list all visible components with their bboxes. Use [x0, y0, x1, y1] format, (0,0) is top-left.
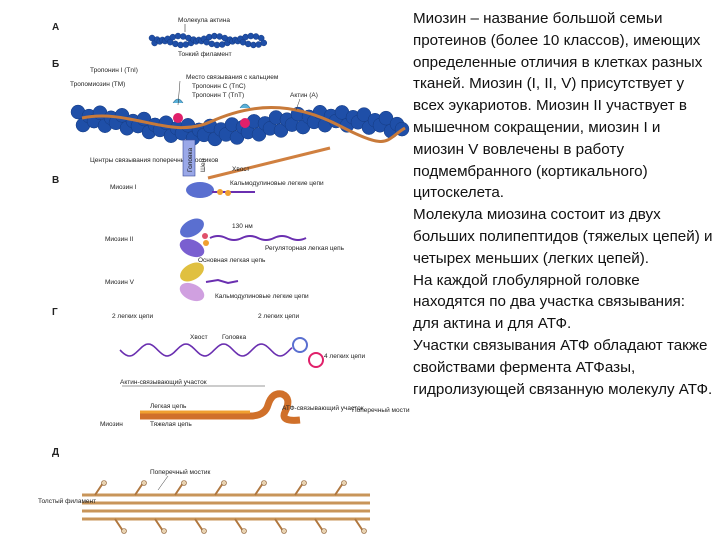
paragraph-2: Молекула миозина состоит из двух больших… [413, 204, 713, 269]
actin-bead [170, 34, 176, 40]
label-actin-binding: Актин-связывающий участок [120, 378, 207, 386]
label-troponin-i: Тропонин I (TnI) [90, 67, 138, 74]
troponin-complex-1 [173, 113, 183, 123]
label-regulatory-light: Регуляторная легкая цепь [265, 245, 345, 252]
label-actin-a: Актин (A) [290, 92, 318, 99]
paragraph-4: Участки связывания АТФ обладают также св… [413, 335, 713, 400]
label-two-light-2: 2 легких цепи [258, 313, 300, 320]
thick-filament [82, 481, 370, 534]
troponin-complex-2 [240, 118, 250, 128]
cross-bridge-head [222, 481, 227, 486]
cross-bridge-head [322, 529, 327, 534]
cross-bridge-head [282, 529, 287, 534]
paragraph-1: Миозин – название большой семьи протеино… [413, 8, 713, 204]
myosin-ii-coiled-tail [210, 236, 306, 240]
paragraph-3: На каждой глобулярной головке находятся … [413, 270, 713, 335]
label-tropomyosin: Тропомиозин (TM) [70, 81, 125, 88]
cross-bridge [275, 519, 283, 531]
text-column: Миозин – название большой семьи протеино… [413, 8, 713, 400]
label-troponin-c: Тропонин C (TnC) [192, 83, 246, 90]
label-head-2: Головка [222, 334, 246, 341]
cross-bridge [255, 483, 263, 495]
myosin-figure: А Б В Г Д Молекула актина Тонкий филамен… [0, 0, 410, 540]
label-head: Головка [187, 148, 194, 172]
cross-bridge [175, 483, 183, 495]
cross-bridge-head [182, 481, 187, 486]
cross-bridge [115, 519, 123, 531]
cross-bridge [295, 483, 303, 495]
label-cross-bridge-2: Поперечный мостик [150, 468, 210, 476]
label-troponin-t: Тропонин T (TnT) [192, 92, 244, 99]
label-calmodulin-light-1: Кальмодулиновые легкие цепи [230, 180, 324, 187]
label-four-light: 4 легких цепи [324, 353, 366, 360]
label-essential-light: Основная легкая цепь [198, 257, 266, 264]
label-130nm: 130 нм [232, 223, 253, 230]
actin-bead [243, 34, 249, 40]
myosin-head-loop-1 [293, 338, 307, 352]
label-myosin-i: Миозин I [110, 184, 137, 191]
cross-bridge-head [302, 481, 307, 486]
section-b-letter: Б [52, 59, 59, 70]
label-myosin-v: Миозин V [105, 279, 135, 286]
label-heavy-chain: Тяжелая цепь [150, 421, 192, 428]
cross-bridge-head [262, 481, 267, 486]
myosin-tail-b [208, 148, 330, 178]
label-neck: Шея [200, 158, 207, 172]
cross-bridge [355, 519, 363, 531]
actin-bead [209, 41, 215, 47]
section-a-letter: А [52, 22, 59, 33]
label-light-chain: Легкая цепь [150, 403, 187, 410]
actin-bead [206, 34, 212, 40]
cross-bridge-head [102, 481, 107, 486]
actin-strand-a [149, 33, 267, 48]
label-calmodulin-light-2: Кальмодулиновые легкие цепи [215, 293, 309, 300]
label-two-light-1: 2 легких цепи [112, 313, 154, 320]
cross-bridge-head [362, 529, 367, 534]
calcium-site-2 [240, 104, 250, 108]
cross-bridge [215, 483, 223, 495]
cross-bridge-head [342, 481, 347, 486]
cross-bridge [235, 519, 243, 531]
cross-bridge [335, 483, 343, 495]
cross-bridge [135, 483, 143, 495]
section-g-letter: Г [52, 307, 58, 318]
label-myosin-ii: Миозин II [105, 236, 133, 243]
cross-bridge-head [142, 481, 147, 486]
cross-bridge [315, 519, 323, 531]
coiled-coil-helix [120, 344, 292, 356]
section-v-letter: В [52, 175, 59, 186]
section-d-letter: Д [52, 447, 59, 458]
label-thick-filament: Толстый филамент [38, 497, 96, 505]
myosin-head-loop-2 [309, 353, 323, 367]
label-tail: Хвост [232, 166, 250, 173]
cross-bridge-head [122, 529, 127, 534]
myosin-v-head-2 [177, 279, 207, 304]
label-cross-bridge: Поперечный мостик [352, 406, 410, 414]
label-tail-2: Хвост [190, 334, 208, 341]
cross-bridge [95, 483, 103, 495]
label-calcium-site: Место связывания с кальцием [186, 74, 279, 81]
cross-bridge-head [242, 529, 247, 534]
actin-bead [245, 41, 251, 47]
label-thin-filament: Тонкий филамент [178, 50, 232, 58]
cross-bridge-head [202, 529, 207, 534]
myosin-i-head [186, 182, 214, 198]
cross-bridge-head [162, 529, 167, 534]
cross-bridge [195, 519, 203, 531]
label-molecule-actin: Молекула актина [178, 17, 230, 24]
cross-bridge [155, 519, 163, 531]
actin-bead [172, 41, 178, 47]
actin-bead [261, 40, 267, 46]
label-myosin: Миозин [100, 421, 123, 428]
